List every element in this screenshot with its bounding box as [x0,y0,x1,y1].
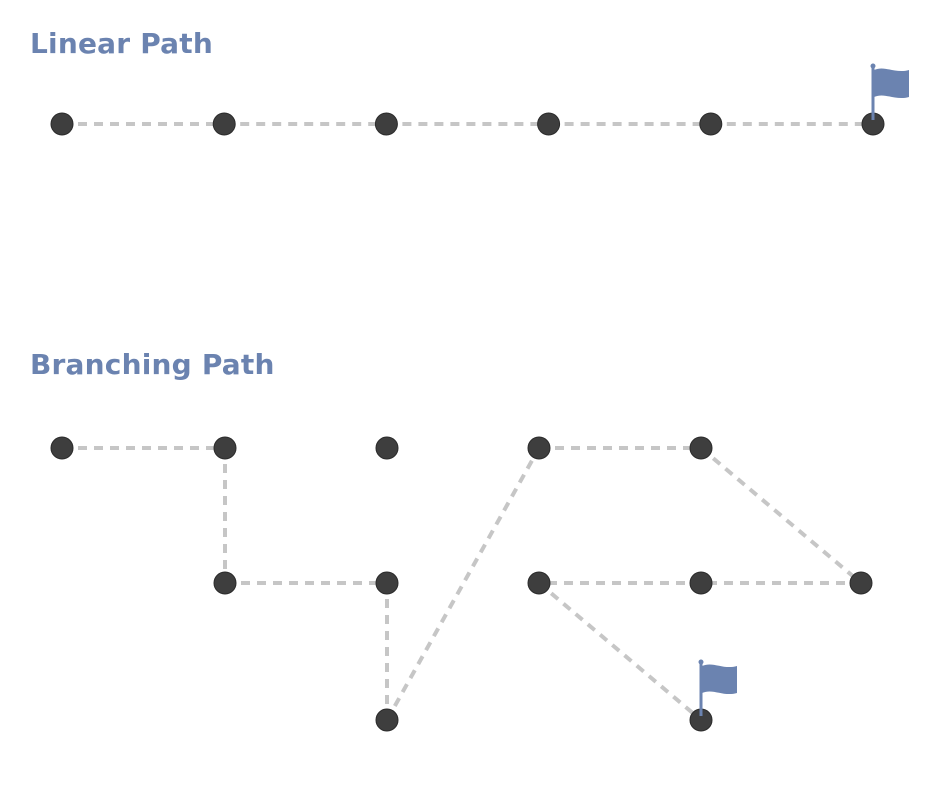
branching-node [527,436,551,460]
branching-node [375,436,399,460]
branching-edge [699,446,863,585]
branching-path-diagram [50,436,873,732]
branching-node [689,436,713,460]
linear-node [374,112,398,136]
linear-path-diagram [50,63,909,136]
branching-path-nodes [50,436,873,732]
branching-edge [537,581,703,722]
linear-node [537,112,561,136]
flag-cloth [874,68,909,99]
linear-node [50,112,74,136]
branching-node [213,436,237,460]
branching-node [213,571,237,595]
flag-icon [698,659,737,716]
linear-path-nodes [50,112,885,136]
flag-knob [870,63,876,69]
branching-path-title: Branching Path [30,348,275,381]
branching-node [375,571,399,595]
branching-node [50,436,74,460]
linear-path-title: Linear Path [30,27,213,60]
branching-path-edges [62,446,863,722]
linear-node [699,112,723,136]
branching-edge [385,447,541,721]
branching-node [375,708,399,732]
branching-node [849,571,873,595]
branching-node [527,571,551,595]
branching-node [689,571,713,595]
flag-knob [698,659,704,665]
linear-node [212,112,236,136]
flag-icon [870,63,909,120]
flag-cloth [702,664,737,695]
